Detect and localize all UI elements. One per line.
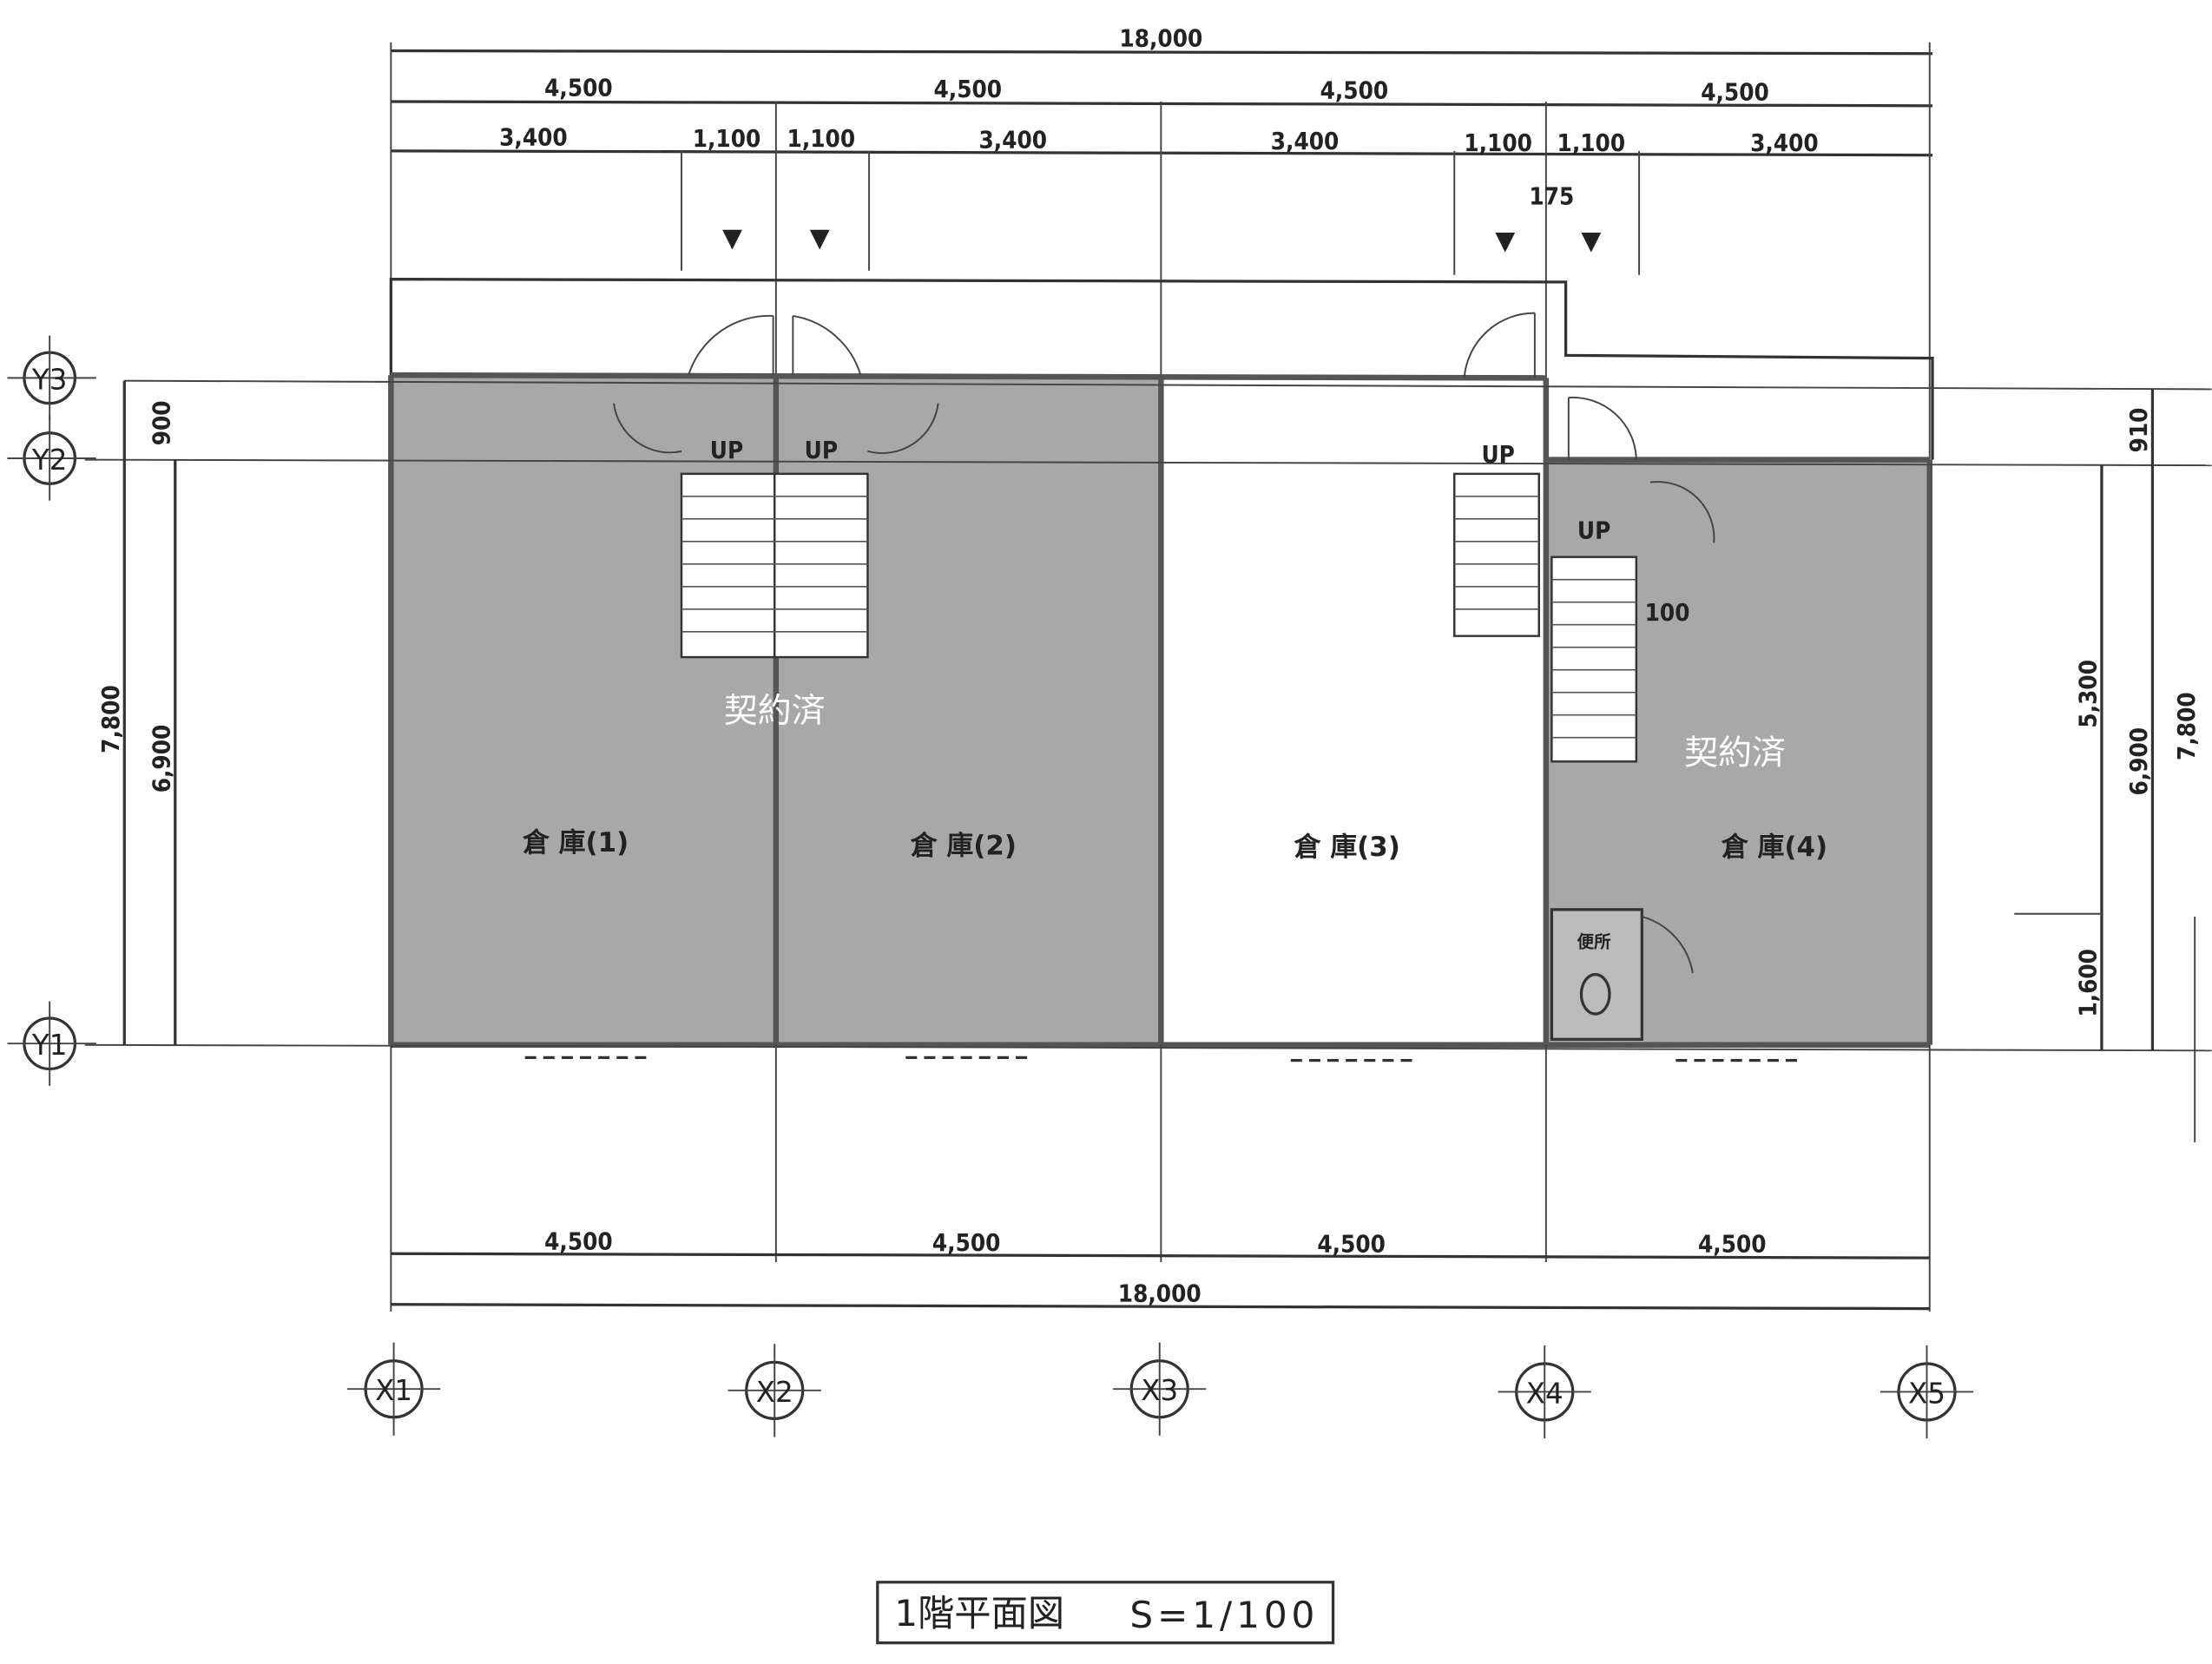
grid-lines xyxy=(84,379,2212,1312)
dim-top-sub: 1,100 xyxy=(787,124,856,153)
grid-label-y1: Y1 xyxy=(31,1029,68,1062)
room-label-4: 倉 庫(4) xyxy=(1721,832,1827,863)
dim-top-bay: 4,500 xyxy=(544,73,613,102)
drawing-title: 1階平面図 S=1/100 xyxy=(876,1581,1335,1645)
doors xyxy=(613,312,1715,543)
dim-top-bay: 4,500 xyxy=(1320,76,1389,105)
toilet-label: 便所 xyxy=(1577,932,1611,952)
grid-label-y3: Y3 xyxy=(31,363,68,396)
stair-width-note: 100 xyxy=(1645,598,1690,627)
canopy-outline xyxy=(389,278,1934,460)
dim-right-top: 910 xyxy=(2124,408,2153,453)
dim-left-top: 900 xyxy=(147,400,175,445)
dim-top-sub: 1,100 xyxy=(1557,128,1626,157)
grid-label-x2: X2 xyxy=(756,1376,793,1409)
dim-left-inner: 6,900 xyxy=(147,725,175,793)
drawing-title-text: 1階平面図 xyxy=(894,1592,1064,1634)
dim-bottom-bay: 4,500 xyxy=(544,1227,613,1255)
stair-up-label: UP xyxy=(805,436,838,464)
grid-label-x4: X4 xyxy=(1526,1377,1564,1410)
dim-top-overall: 18,000 xyxy=(1119,24,1202,53)
dim-top-bay: 4,500 xyxy=(1701,77,1769,106)
dim-left-overall: 7,800 xyxy=(96,685,125,753)
stair-treads xyxy=(681,496,1636,739)
dim-right-inner: 6,900 xyxy=(2124,727,2153,796)
room-label-3: 倉 庫(3) xyxy=(1294,832,1400,863)
window-marks xyxy=(524,1056,1798,1062)
stair-up-label: UP xyxy=(1577,516,1610,545)
dim-top-sub: 3,400 xyxy=(499,122,568,151)
drawing-scale: S=1/100 xyxy=(1129,1594,1319,1636)
grid-label-x3: X3 xyxy=(1141,1374,1178,1407)
bottom-dimensions: 4,500 4,500 4,500 4,500 18,000 xyxy=(391,1227,1930,1311)
right-dimensions: 910 5,300 6,900 7,800 1,600 xyxy=(2014,389,2201,1142)
dim-right-overall: 7,800 xyxy=(2172,692,2201,760)
dim-top-sub: 3,400 xyxy=(1750,128,1819,157)
stair-up-label: UP xyxy=(710,436,743,464)
stair-up-label: UP xyxy=(1481,440,1514,469)
dim-bottom-overall: 18,000 xyxy=(1118,1279,1201,1307)
grid-bubbles-y: Y3 Y2 Y1 xyxy=(7,335,96,1086)
dim-top-bay: 4,500 xyxy=(934,75,1003,103)
stairs xyxy=(680,472,1638,763)
dim-bottom-bay: 4,500 xyxy=(932,1228,1001,1257)
dim-bottom-bay: 4,500 xyxy=(1698,1230,1767,1259)
left-dimensions: 900 7,800 6,900 xyxy=(96,380,177,1045)
grid-label-x5: X5 xyxy=(1908,1377,1945,1410)
dim-right-lower: 1,600 xyxy=(2073,949,2102,1017)
contracted-stamp: 契約済 xyxy=(1684,734,1786,773)
grid-bubbles-x: X1 X2 X3 X4 X5 xyxy=(346,1342,1974,1439)
dim-top-sub: 3,400 xyxy=(1271,127,1340,155)
dim-top-sub: 1,100 xyxy=(693,124,761,153)
contracted-stamp: 契約済 xyxy=(724,692,826,731)
dim-right-upper: 5,300 xyxy=(2073,660,2102,728)
grid-label-y2: Y2 xyxy=(31,444,68,477)
grid-label-x1: X1 xyxy=(375,1374,412,1407)
room-label-1: 倉 庫(1) xyxy=(522,827,629,858)
dim-top-sub: 1,100 xyxy=(1464,128,1532,157)
dim-offset: 175 xyxy=(1529,182,1574,211)
toilet-icon xyxy=(1579,972,1611,1016)
dim-top-sub: 3,400 xyxy=(978,126,1047,155)
dim-bottom-bay: 4,500 xyxy=(1317,1230,1386,1259)
room-label-2: 倉 庫(2) xyxy=(910,830,1017,861)
